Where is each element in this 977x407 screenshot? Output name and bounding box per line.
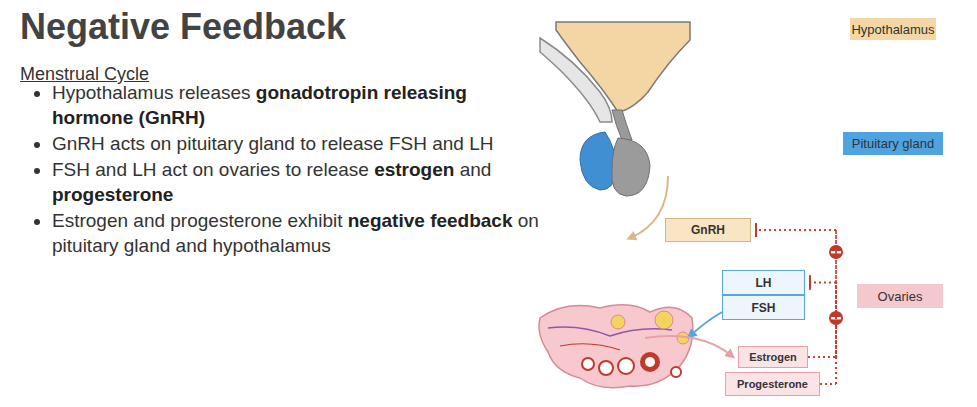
bullet-text: Hypothalamus releases bbox=[52, 82, 251, 103]
connector-line bbox=[756, 229, 836, 231]
connector-line bbox=[810, 282, 836, 284]
node-text: LH bbox=[756, 276, 772, 290]
inhibition-connector bbox=[810, 276, 836, 385]
ovary-illustration bbox=[539, 305, 693, 388]
hormone-box: FSH bbox=[722, 295, 805, 320]
bullet-text: GnRH acts on pituitary gland to release … bbox=[52, 133, 493, 154]
connector-line bbox=[820, 383, 836, 385]
hormone-box: LH bbox=[722, 270, 805, 295]
connector-line bbox=[808, 356, 836, 358]
inhibition-bar bbox=[809, 276, 811, 290]
legend-label-box: Hypothalamus bbox=[850, 18, 936, 40]
ovary-hormone-flow-arrow bbox=[645, 336, 732, 356]
connector-line bbox=[835, 230, 837, 384]
bullet-text: and bbox=[460, 159, 492, 180]
inhibition-bar bbox=[755, 223, 757, 237]
bold-term: estrogen bbox=[374, 159, 454, 180]
node-text: Estrogen bbox=[749, 351, 797, 363]
slide-title: Negative Feedback bbox=[20, 6, 346, 48]
node-text: Ovaries bbox=[878, 289, 923, 304]
connector-line bbox=[835, 283, 837, 385]
gnrh-flow-arrow bbox=[630, 176, 668, 238]
inhibition-bar bbox=[809, 276, 811, 290]
connector-line bbox=[810, 282, 836, 284]
legend-label-box: Pituitary gland bbox=[843, 132, 943, 155]
connector-line bbox=[820, 383, 836, 385]
inhibition-connector bbox=[808, 276, 836, 358]
hormone-box: Progesterone bbox=[725, 372, 820, 396]
bullet-text: Estrogen and progesterone exhibit bbox=[52, 210, 342, 231]
node-text: Pituitary gland bbox=[852, 136, 934, 151]
connector-line bbox=[808, 356, 836, 358]
bold-term: (GnRH) bbox=[139, 107, 205, 128]
hormone-box: Estrogen bbox=[738, 346, 808, 368]
node-text: GnRH bbox=[691, 223, 725, 237]
section-heading: Menstrual Cycle bbox=[20, 64, 149, 85]
inhibition-bar bbox=[755, 223, 757, 237]
bullet-list: Hypothalamus releases gonadotropin relea… bbox=[20, 80, 540, 259]
hormone-box: GnRH bbox=[665, 218, 751, 242]
lh-fsh-flow-arrow bbox=[690, 312, 722, 336]
bullet-item: Hypothalamus releases gonadotropin relea… bbox=[52, 80, 540, 130]
bold-term: progesterone bbox=[52, 184, 173, 205]
node-text: FSH bbox=[752, 301, 776, 315]
connector-line bbox=[756, 229, 836, 231]
legend-label-box: Ovaries bbox=[857, 284, 943, 308]
node-text: Hypothalamus bbox=[851, 22, 934, 37]
brain-illustration bbox=[540, 22, 690, 196]
bold-term: negative feedback bbox=[348, 210, 513, 231]
bullet-item: Estrogen and progesterone exhibit negati… bbox=[52, 208, 540, 258]
bullet-text: FSH and LH act on ovaries to release bbox=[52, 159, 369, 180]
bullet-item: FSH and LH act on ovaries to release est… bbox=[52, 157, 540, 207]
node-text: Progesterone bbox=[737, 378, 808, 390]
bullet-item: GnRH acts on pituitary gland to release … bbox=[52, 131, 540, 156]
